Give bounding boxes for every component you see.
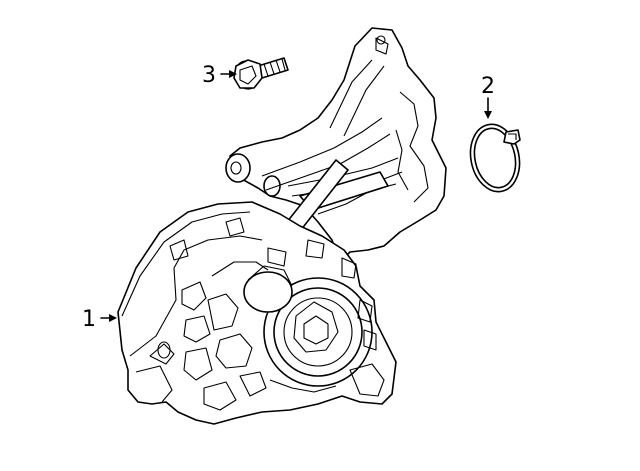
callout-label-3: 3 xyxy=(202,63,216,88)
callout-2-leader xyxy=(484,97,492,119)
pump-housing-icon[interactable] xyxy=(117,27,447,425)
callout-3-leader xyxy=(220,70,237,78)
callout-label-1: 1 xyxy=(82,307,96,332)
callout-label-2: 2 xyxy=(481,74,495,99)
flange-bolt-icon[interactable] xyxy=(233,57,289,91)
callout-1-leader xyxy=(100,314,117,322)
seal-ring-icon[interactable] xyxy=(464,120,525,196)
